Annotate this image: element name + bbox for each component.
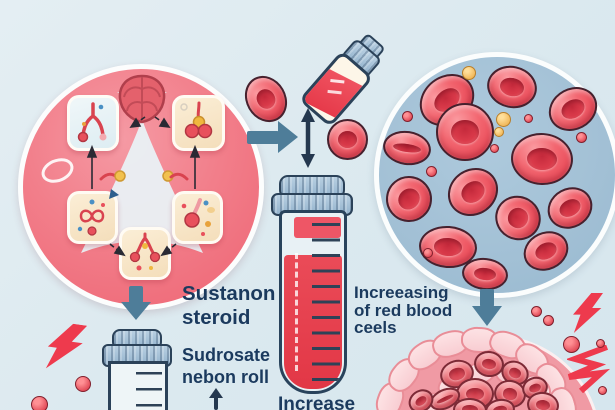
receptor-tile-icon xyxy=(172,191,223,244)
tube-graduations xyxy=(312,223,340,381)
sustanon-line2: steroid xyxy=(182,306,251,329)
arrow-up-down-icon xyxy=(301,108,315,168)
lightning-zigzag-icon xyxy=(567,345,611,393)
arrow-down-head xyxy=(472,306,502,326)
red-dot xyxy=(402,111,413,122)
red-dot xyxy=(490,144,499,153)
red-dot xyxy=(524,114,533,123)
increasing-line2: of red blood xyxy=(354,300,453,320)
increase-label: Increase xyxy=(278,394,356,410)
test-tube-icon xyxy=(279,210,347,394)
brain-icon xyxy=(118,74,166,124)
loop-molecule-tile-icon xyxy=(67,191,118,244)
red-dot xyxy=(576,132,587,143)
increasing-line1: Increeasing xyxy=(354,283,449,302)
hormone-dot-left-icon xyxy=(99,170,126,182)
yellow-dot xyxy=(494,127,504,137)
red-blood-cell-icon xyxy=(327,119,368,160)
sudrosate-label: Sudrosate nebon roll xyxy=(182,344,270,388)
sudrosate-line2: nebon roll xyxy=(182,367,269,387)
vial-icon xyxy=(108,361,168,410)
vessel-tile-icon xyxy=(67,95,119,151)
lightning-icon xyxy=(573,293,603,333)
red-dot xyxy=(31,396,48,410)
blue-triangle-marker xyxy=(109,189,119,199)
yellow-dot xyxy=(462,66,476,80)
arrow-down-head xyxy=(121,302,151,320)
sudrosate-line1: Sudrosate xyxy=(182,345,271,365)
red-blood-cell-icon xyxy=(436,103,494,161)
sustanon-label: Sustanon steroid xyxy=(182,282,275,330)
red-dot xyxy=(531,306,542,317)
red-dot xyxy=(596,339,605,348)
arrow-right-icon xyxy=(247,131,279,144)
vial-graduations xyxy=(136,372,162,410)
lightning-icon xyxy=(45,323,88,369)
hormone-molecule-tile-icon xyxy=(172,95,225,151)
red-dot xyxy=(75,376,91,392)
increasing-label: Increeasing of red blood ceels xyxy=(354,284,452,337)
arrow-right-head xyxy=(278,121,298,153)
sustanon-line1: Sustanon xyxy=(182,282,276,305)
arrow-up-head xyxy=(209,388,223,398)
red-dot xyxy=(563,336,580,353)
red-dot xyxy=(598,386,607,395)
tube-dashed-line xyxy=(295,253,298,371)
hormone-pathway-circle xyxy=(18,64,264,310)
arrow-up-icon xyxy=(214,396,218,410)
pathway-arrows xyxy=(86,116,201,257)
yellow-dot xyxy=(496,112,511,127)
red-dot xyxy=(543,315,554,326)
hormone-dot-right-icon xyxy=(162,170,189,182)
red-dot xyxy=(423,248,433,258)
arrow-down-icon xyxy=(129,286,143,303)
increasing-line3: ceels xyxy=(354,318,397,337)
arrow-down-icon xyxy=(480,289,494,307)
red-dot xyxy=(426,166,437,177)
